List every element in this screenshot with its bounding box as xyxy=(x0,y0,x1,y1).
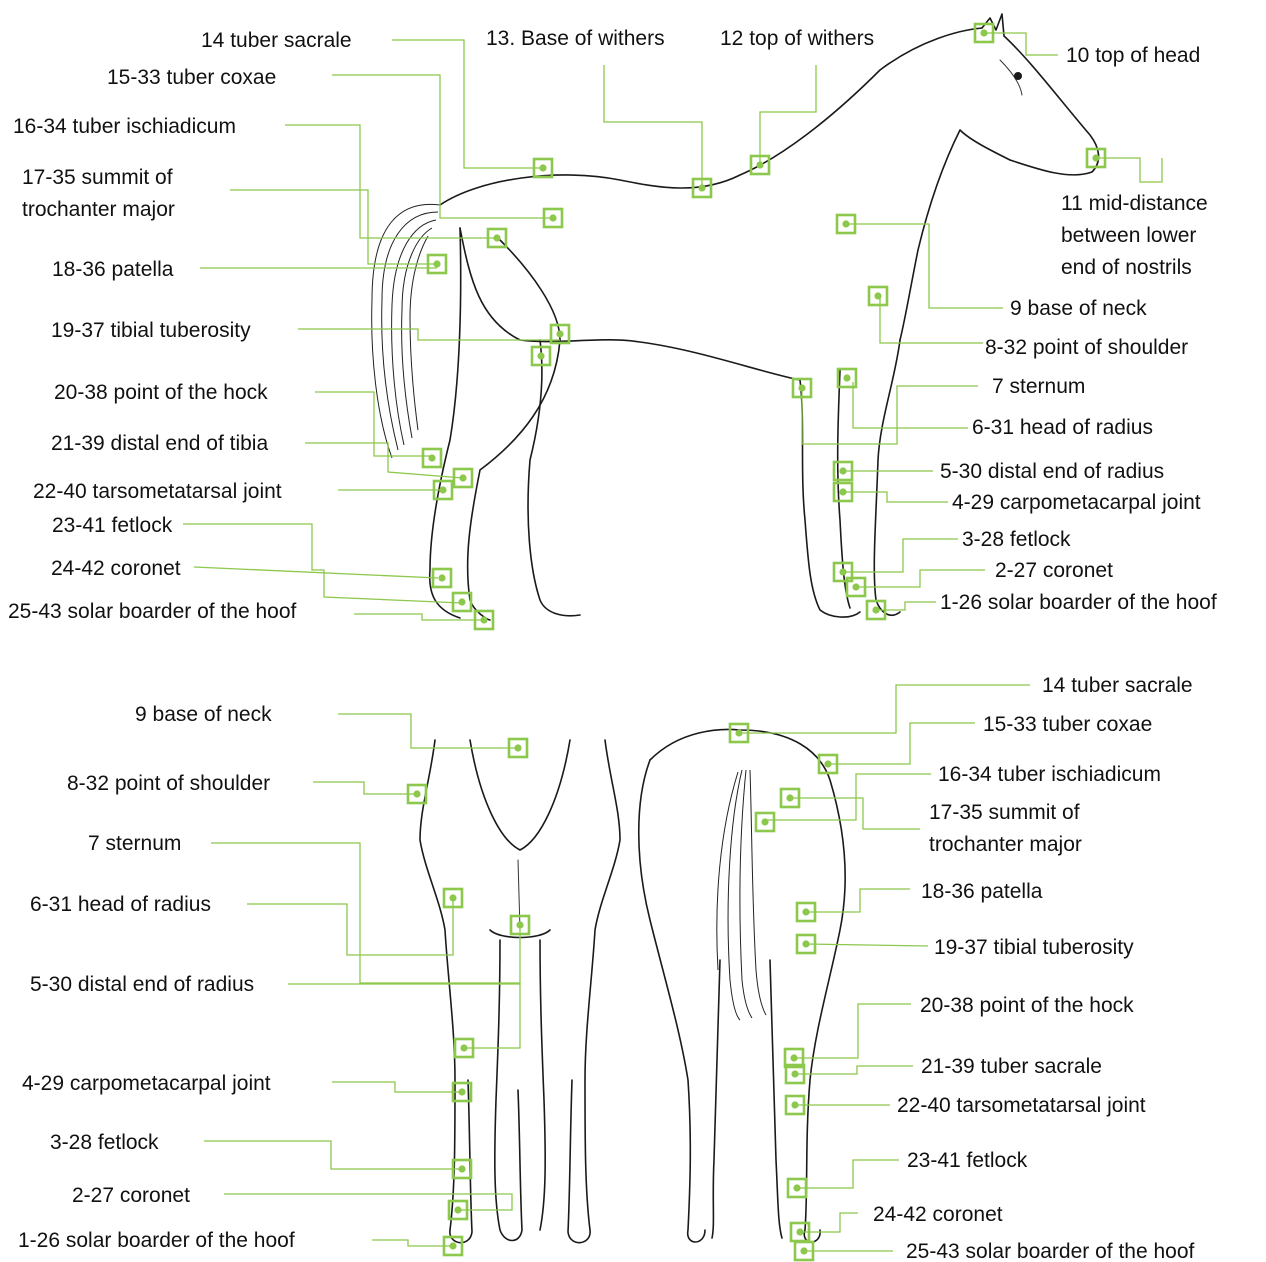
landmark-marker xyxy=(869,287,887,305)
label-side-17-35-trochanter-major: trochanter major xyxy=(22,198,175,221)
label-rear-25-43-solar-boarder: 25-43 solar boarder of the hoof xyxy=(906,1240,1195,1262)
label-rear-17-35-trochanter-major: trochanter major xyxy=(929,833,1082,856)
label-rear-15-33-tuber-coxae: 15-33 tuber coxae xyxy=(983,713,1152,736)
label-side-7-sternum: 7 sternum xyxy=(992,375,1085,398)
label-side-15-33-tuber-coxae: 15-33 tuber coxae xyxy=(107,66,276,89)
label-side-8-32-point-of-shoulder: 8-32 point of shoulder xyxy=(985,336,1188,359)
label-rear-20-38-point-of-the-hock: 20-38 point of the hock xyxy=(920,994,1134,1017)
label-rear-24-42-coronet: 24-42 coronet xyxy=(873,1203,1003,1226)
label-front-7-sternum: 7 sternum xyxy=(88,832,181,855)
label-side-11-mid-distance: 11 mid-distance xyxy=(1061,192,1208,215)
label-front-1-26-solar-boarder: 1-26 solar boarder of the hoof xyxy=(18,1229,295,1252)
label-rear-21-39-tuber-sacrale: 21-39 tuber sacrale xyxy=(921,1055,1102,1078)
label-side-20-38-point-of-the-hock: 20-38 point of the hock xyxy=(54,381,268,404)
label-side-17-35-summit-of: 17-35 summit of xyxy=(22,166,173,189)
label-front-8-32-point-of-shoulder: 8-32 point of shoulder xyxy=(67,772,270,795)
label-side-13-base-of-withers: 13. Base of withers xyxy=(486,27,665,50)
label-side-16-34-tuber-ischiadicum: 16-34 tuber ischiadicum xyxy=(13,115,236,138)
side-view-labels: 14 tuber sacrale 13. Base of withers 12 … xyxy=(8,27,1217,623)
label-side-18-36-patella: 18-36 patella xyxy=(52,258,174,281)
label-side-6-31-head-of-radius: 6-31 head of radius xyxy=(972,416,1153,439)
label-rear-17-35-summit-of: 17-35 summit of xyxy=(929,801,1080,824)
landmark-marker xyxy=(756,813,774,831)
label-side-25-43-solar-boarder: 25-43 solar boarder of the hoof xyxy=(8,600,297,623)
label-side-23-41-fetlock: 23-41 fetlock xyxy=(52,514,173,537)
label-front-4-29-carpometacarpal-joint: 4-29 carpometacarpal joint xyxy=(22,1072,271,1095)
label-side-5-30-distal-end-of-radius: 5-30 distal end of radius xyxy=(940,460,1164,483)
label-side-3-28-fetlock: 3-28 fetlock xyxy=(962,528,1071,551)
label-side-10-top-of-head: 10 top of head xyxy=(1066,44,1200,67)
label-rear-22-40-tarsometatarsal-joint: 22-40 tarsometatarsal joint xyxy=(897,1094,1146,1117)
label-side-12-top-of-withers: 12 top of withers xyxy=(720,27,874,50)
label-rear-14-tuber-sacrale: 14 tuber sacrale xyxy=(1042,674,1193,697)
label-front-9-base-of-neck: 9 base of neck xyxy=(135,703,272,726)
label-front-5-30-distal-end-of-radius: 5-30 distal end of radius xyxy=(30,973,254,996)
label-rear-16-34-tuber-ischiadicum: 16-34 tuber ischiadicum xyxy=(938,763,1161,786)
label-side-11-end-of-nostrils: end of nostrils xyxy=(1061,256,1192,279)
landmark-marker xyxy=(423,449,441,467)
label-side-1-26-solar-boarder: 1-26 solar boarder of the hoof xyxy=(940,591,1217,614)
label-side-9-base-of-neck: 9 base of neck xyxy=(1010,297,1147,320)
label-rear-18-36-patella: 18-36 patella xyxy=(921,880,1043,903)
label-front-6-31-head-of-radius: 6-31 head of radius xyxy=(30,893,211,916)
label-rear-19-37-tibial-tuberosity: 19-37 tibial tuberosity xyxy=(934,936,1134,959)
front-view-labels: 9 base of neck 8-32 point of shoulder 7 … xyxy=(18,703,295,1252)
label-side-11-between-lower: between lower xyxy=(1061,224,1196,247)
label-front-3-28-fetlock: 3-28 fetlock xyxy=(50,1131,159,1154)
label-side-21-39-distal-end-of-tibia: 21-39 distal end of tibia xyxy=(51,432,268,455)
label-side-19-37-tibial-tuberosity: 19-37 tibial tuberosity xyxy=(51,319,251,342)
landmark-marker xyxy=(453,593,471,611)
label-side-2-27-coronet: 2-27 coronet xyxy=(995,559,1113,582)
label-rear-23-41-fetlock: 23-41 fetlock xyxy=(907,1149,1028,1172)
label-side-22-40-tarsometatarsal-joint: 22-40 tarsometatarsal joint xyxy=(33,480,282,503)
label-front-2-27-coronet: 2-27 coronet xyxy=(72,1184,190,1207)
label-side-14-tuber-sacrale: 14 tuber sacrale xyxy=(201,29,352,52)
label-side-4-29-carpometacarpal-joint: 4-29 carpometacarpal joint xyxy=(952,491,1201,514)
rear-view-horse-drawing xyxy=(639,729,845,1242)
rear-view-labels: 14 tuber sacrale 15-33 tuber coxae 16-34… xyxy=(873,674,1195,1262)
label-side-24-42-coronet: 24-42 coronet xyxy=(51,557,181,580)
